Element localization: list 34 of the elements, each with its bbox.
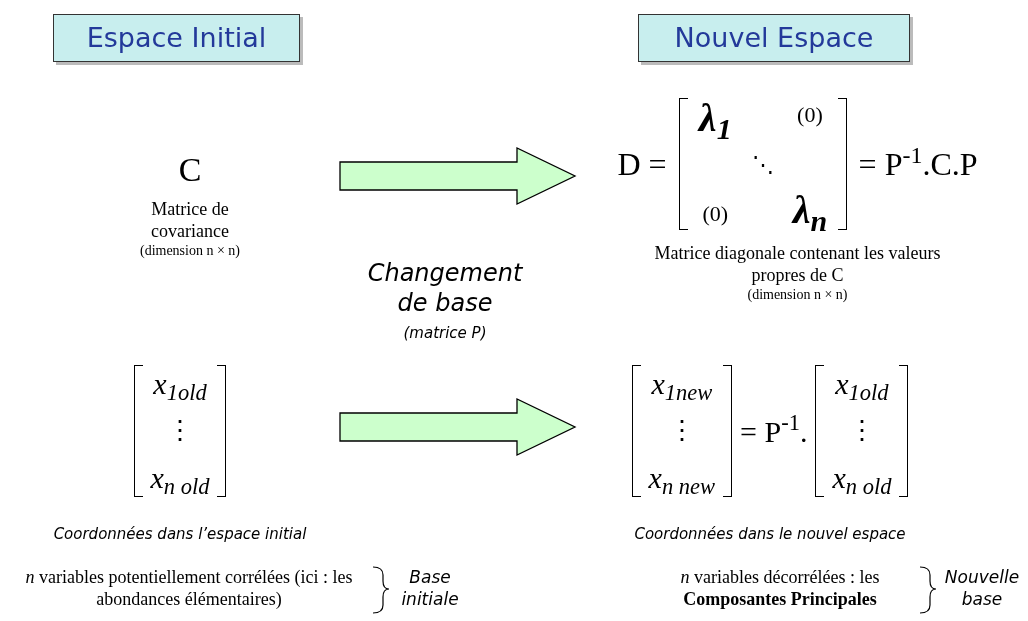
diagonal-ellipsis: ⋱ (750, 150, 775, 179)
eigenvalue: λ$_{n}$ (790, 190, 829, 230)
base-label: Nouvelle base (944, 567, 1020, 609)
matrix-entry: x$_{n old}$ (150, 463, 210, 493)
matrix-entry: x$_{n new}$ (648, 463, 716, 493)
description-text: Matrice diagonale contenant les valeurs propres de C (653, 242, 942, 286)
equation-text: = P$^{-1}$.C.P (858, 141, 978, 184)
caption-text: Coordonnées dans le nouvel espace (634, 524, 906, 545)
transform-note: (matrice P) (403, 323, 487, 344)
block-arrow (339, 146, 577, 206)
header-box: Nouvel Espace (638, 14, 910, 62)
vertical-ellipsis: ⋮ (848, 418, 875, 444)
transform-label: Changement de base (366, 258, 524, 318)
dimension-note: (dimension n × n) (139, 242, 241, 260)
matrix-entry: x$_{1new}$ (651, 369, 713, 399)
base-label: Base initiale (401, 567, 459, 609)
variables-note: n variables décorrélées : les Composantes Principales (680, 567, 880, 609)
caption-text: Coordonnées dans l’espace initial (53, 524, 307, 545)
matrix-symbol: C (178, 150, 202, 190)
equation-text: D = (617, 145, 667, 184)
matrix-entry: x$_{1old}$ (153, 369, 207, 399)
matrix-entry: x$_{1old}$ (835, 369, 889, 399)
eigenvalue: λ$_{1}$ (696, 98, 733, 138)
matrix-entry: (0) (701, 200, 730, 228)
matrix-entry: (0) (796, 101, 824, 129)
vertical-ellipsis: ⋮ (668, 418, 695, 444)
variables-note: n variables potentiellement corrélées (ici : les abondances élémentaires) (25, 567, 353, 609)
equation-text: = P$^{-1}$. (739, 409, 809, 450)
matrix-entry: x$_{n old}$ (832, 463, 892, 493)
description-text: Matrice de covariance (150, 198, 230, 242)
header-box: Espace Initial (53, 14, 300, 62)
dimension-note: (dimension n × n) (747, 286, 848, 304)
vertical-ellipsis: ⋮ (167, 418, 193, 444)
block-arrow (339, 397, 577, 457)
